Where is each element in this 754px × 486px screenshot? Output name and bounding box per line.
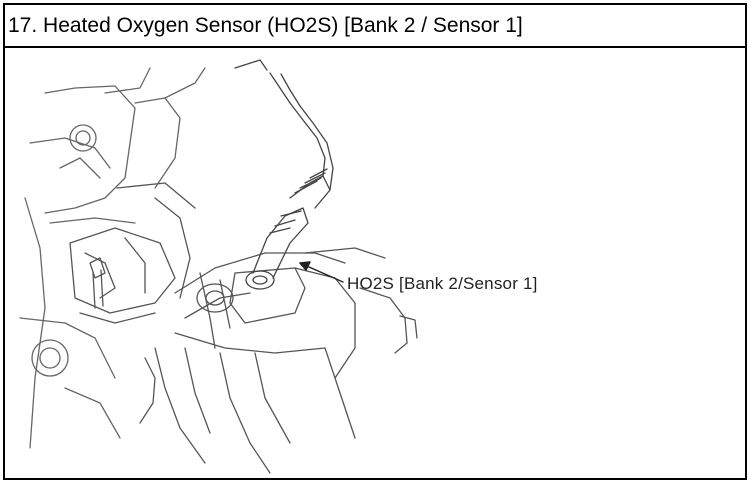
section-title: 17. Heated Oxygen Sensor (HO2S) [Bank 2 … (8, 14, 523, 37)
exhaust-pipe (139, 247, 418, 474)
engine-line-drawing (19, 59, 418, 474)
callout-label: HO2S [Bank 2/Sensor 1] (347, 274, 538, 293)
mounting-bracket (69, 182, 196, 324)
sensor-illustration: HO2S [Bank 2/Sensor 1] (5, 48, 745, 478)
lower-fitting (19, 317, 121, 439)
engine-block (24, 67, 206, 449)
oxygen-sensor (234, 59, 334, 290)
callout-leader (299, 261, 344, 283)
section-frame: 17. Heated Oxygen Sensor (HO2S) [Bank 2 … (3, 3, 747, 480)
section-header: 17. Heated Oxygen Sensor (HO2S) [Bank 2 … (5, 5, 745, 48)
